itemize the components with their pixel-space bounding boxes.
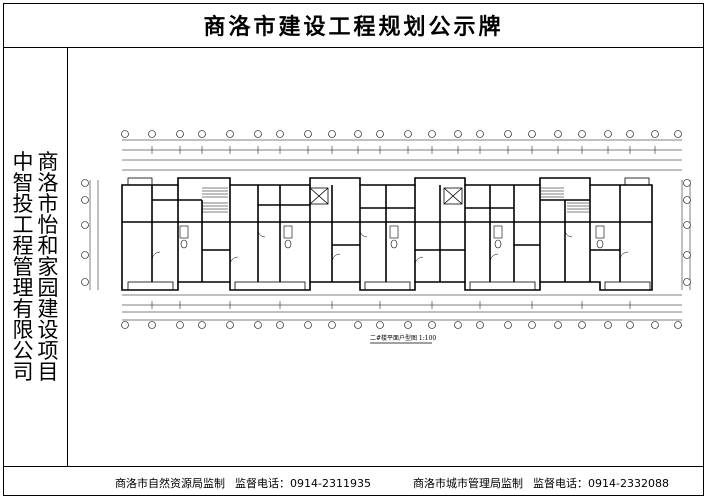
dimension-ticks xyxy=(151,146,656,309)
footer-bar: 商洛市自然资源局监制监督电话：0914-2311935 商洛市城市管理局监制监督… xyxy=(3,466,704,496)
drawing-caption: 二#楼平面户型图 1:100 xyxy=(370,334,436,342)
door-swings xyxy=(151,229,629,266)
stair-hatching xyxy=(202,187,589,213)
elevator-shafts xyxy=(309,187,463,205)
footer-left-authority: 商洛市自然资源局监制 xyxy=(115,477,225,490)
sidebar-project-info: 中智投工程管理有限公司 商洛市怡和家园建设项目 xyxy=(3,48,68,466)
footer-left: 商洛市自然资源局监制监督电话：0914-2311935 xyxy=(115,475,371,491)
building-walls xyxy=(121,177,653,291)
signboard-frame xyxy=(3,3,704,496)
floor-plan-drawing: 二#楼平面户型图 1:100 xyxy=(70,50,702,464)
bathroom-fixtures xyxy=(179,225,605,249)
signboard-title-bar: 商洛市建设工程规划公示牌 xyxy=(3,3,704,48)
floor-plan-svg: 二#楼平面户型图 1:100 xyxy=(81,130,691,344)
footer-right-phone: 监督电话：0914-2332088 xyxy=(533,477,669,490)
footer-left-phone: 监督电话：0914-2311935 xyxy=(235,477,371,490)
footer-right: 商洛市城市管理局监制监督电话：0914-2332088 xyxy=(413,475,669,491)
axis-bubbles-top xyxy=(121,130,682,138)
company-name: 中智投工程管理有限公司 xyxy=(12,150,34,384)
axis-bubbles-bottom xyxy=(121,321,682,329)
project-name: 商洛市怡和家园建设项目 xyxy=(37,150,59,384)
balconies xyxy=(127,177,651,291)
footer-right-authority: 商洛市城市管理局监制 xyxy=(413,477,523,490)
axis-bubbles-side xyxy=(81,179,691,286)
signboard-title: 商洛市建设工程规划公示牌 xyxy=(203,15,504,40)
